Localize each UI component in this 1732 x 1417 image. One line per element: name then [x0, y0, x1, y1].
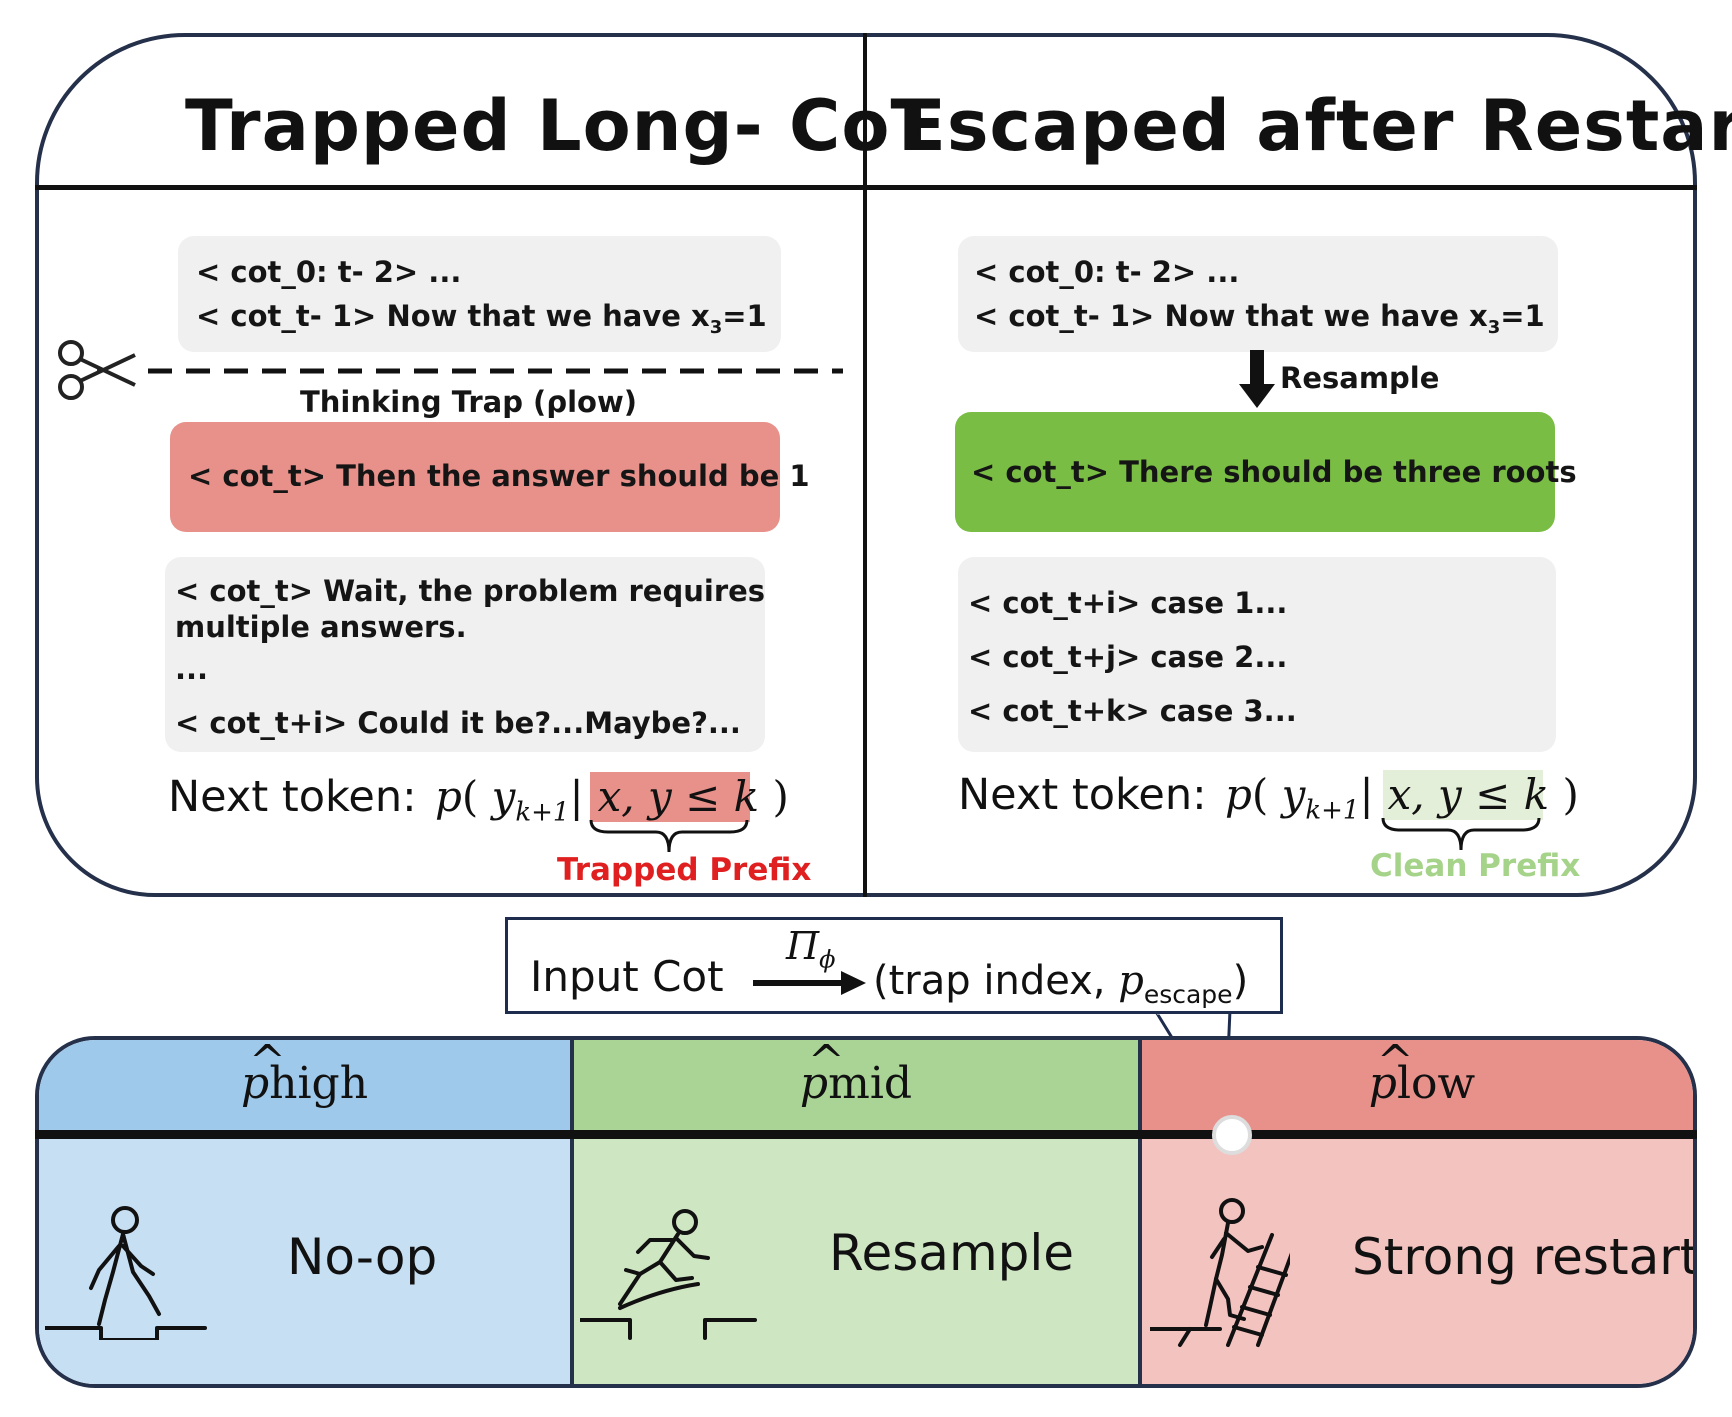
segment-mid: ^pmid Resample	[574, 1040, 1138, 1384]
escape-probability-bar: ^phigh No-op ^pmid Resample ^plow Strong…	[35, 1036, 1697, 1388]
segment-low-action: Strong restart	[1352, 1228, 1697, 1286]
policy-arrow	[753, 971, 866, 995]
segment-low-label: ^plow	[1368, 1036, 1476, 1109]
panel-vertical-divider	[863, 33, 867, 897]
walking-person-icon	[45, 1206, 207, 1340]
right-next-token-label: Next token:	[958, 770, 1207, 820]
climbing-ladder-icon	[1150, 1198, 1290, 1347]
right-context-line-1: < cot_0: t- 2> ...	[974, 255, 1240, 289]
policy-symbol: Πϕ	[786, 924, 836, 974]
panel-header-divider	[35, 185, 1697, 190]
trapped-prefix-label: Trapped Prefix	[557, 852, 812, 888]
clean-prefix-label: Clean Prefix	[1370, 848, 1581, 884]
left-cont-line-2: multiple answers.	[175, 610, 467, 644]
left-context-line-1: < cot_0: t- 2> ...	[196, 255, 462, 289]
left-cont-line-3: ...	[175, 652, 209, 686]
segment-mid-action: Resample	[829, 1224, 1075, 1282]
probability-axis-line	[35, 1130, 1697, 1139]
left-cont-line-4: < cot_t+i> Could it be?...Maybe?...	[175, 706, 741, 740]
trapped-step-text: < cot_t> Then the answer should be 1	[188, 459, 810, 493]
segment-mid-label: ^pmid	[799, 1036, 913, 1109]
scissors-icon	[58, 340, 136, 400]
left-cont-line-1: < cot_t> Wait, the problem requires	[175, 574, 766, 608]
thinking-trap-label: Thinking Trap (ρlow)	[300, 385, 637, 419]
jumping-person-icon	[580, 1209, 757, 1340]
case-1-line: < cot_t+i> case 1...	[968, 586, 1288, 620]
left-context-line-2: < cot_t- 1> Now that we have x3=1	[196, 299, 767, 338]
left-panel-title: Trapped Long- CoT	[185, 85, 940, 167]
trapped-prefix-brace	[589, 819, 749, 853]
trapped-step-box: < cot_t> Then the answer should be 1	[170, 422, 810, 532]
segment-mid-body: Resample	[574, 1138, 1138, 1384]
callout-output-text: (trap index, pescape)	[873, 958, 1249, 1009]
callout-input-text: Input Cot	[530, 952, 724, 1001]
case-3-line: < cot_t+k> case 3...	[968, 694, 1297, 728]
right-cases-box: < cot_t+i> case 1... < cot_t+j> case 2..…	[958, 557, 1556, 752]
current-position-marker	[1212, 1115, 1252, 1155]
left-context-box: < cot_0: t- 2> ... < cot_t- 1> Now that …	[178, 236, 781, 352]
resample-label: Resample	[1280, 361, 1440, 395]
segment-high-header: ^phigh	[39, 1040, 570, 1138]
segment-high-action: No-op	[287, 1228, 438, 1286]
segment-low: ^plow Strong restart	[1142, 1036, 1697, 1384]
clean-prefix-highlight	[1383, 770, 1543, 820]
segment-high-body: No-op	[39, 1138, 570, 1384]
left-next-token-formula: p( yk+1|x, y ≤ k )	[435, 772, 789, 828]
segment-high: ^phigh No-op	[39, 1040, 570, 1384]
resample-down-arrow	[1239, 350, 1275, 408]
right-next-token-formula: p( yk+1|x, y ≤ k )	[1225, 770, 1579, 826]
segment-low-body: Strong restart	[1142, 1138, 1697, 1384]
right-panel-title: Escaped after Restart	[898, 85, 1732, 167]
segment-separator-2	[1138, 1040, 1142, 1384]
clean-prefix-brace	[1381, 817, 1541, 851]
case-2-line: < cot_t+j> case 2...	[968, 640, 1288, 674]
escaped-step-text: < cot_t> There should be three roots	[971, 455, 1577, 489]
left-continuation-box: < cot_t> Wait, the problem requires mult…	[165, 557, 765, 752]
segment-high-label: ^phigh	[240, 1036, 369, 1109]
right-context-line-2: < cot_t- 1> Now that we have x3=1	[974, 299, 1545, 338]
right-context-box: < cot_0: t- 2> ... < cot_t- 1> Now that …	[958, 236, 1558, 352]
segment-separator-1	[570, 1040, 574, 1384]
escaped-step-box: < cot_t> There should be three roots	[955, 412, 1577, 532]
policy-callout-box: Input Cot Πϕ (trap index, pescape)	[505, 917, 1283, 1014]
cut-dashed-line	[148, 368, 843, 374]
left-next-token-label: Next token:	[168, 772, 417, 822]
trapped-prefix-highlight	[590, 772, 750, 822]
segment-mid-header: ^pmid	[574, 1040, 1138, 1138]
